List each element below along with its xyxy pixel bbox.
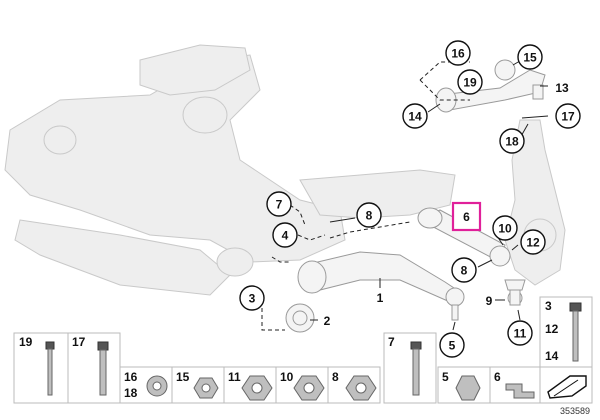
- callout-7: 7: [266, 191, 292, 217]
- svg-text:17: 17: [72, 335, 86, 349]
- label-1: 1: [377, 291, 384, 305]
- svg-text:14: 14: [545, 349, 559, 363]
- svg-text:16: 16: [451, 47, 465, 61]
- legend-box-5: 5: [437, 366, 491, 404]
- callout-12: 12: [520, 229, 546, 255]
- callout-19: 19: [457, 69, 483, 95]
- svg-text:12: 12: [545, 322, 559, 336]
- svg-text:5: 5: [442, 370, 449, 384]
- legend-box-17: 17: [67, 332, 121, 404]
- svg-text:15: 15: [176, 370, 190, 384]
- svg-text:10: 10: [498, 222, 512, 236]
- svg-text:2: 2: [324, 314, 331, 328]
- svg-text:11: 11: [228, 370, 241, 384]
- callout-3: 3: [239, 285, 265, 311]
- callout-15: 15: [517, 44, 543, 70]
- svg-text:10: 10: [280, 370, 294, 384]
- svg-text:12: 12: [526, 236, 540, 250]
- rubber-mount: [285, 303, 315, 333]
- svg-text:7: 7: [388, 335, 395, 349]
- svg-text:14: 14: [408, 110, 422, 124]
- arrow-icon-box: [539, 366, 593, 404]
- svg-text:8: 8: [332, 370, 339, 384]
- legend-box-8: 8: [327, 366, 381, 404]
- legend-box-11: 11: [223, 366, 277, 404]
- ball-joint: [504, 279, 526, 306]
- legend-box-16-18: 16 18: [119, 366, 173, 404]
- upper-control-arm: [435, 59, 546, 113]
- callout-4: 4: [272, 222, 298, 248]
- callout-17: 17: [555, 103, 581, 129]
- callout-16: 16: [445, 40, 471, 66]
- callout-14: 14: [402, 103, 428, 129]
- svg-text:7: 7: [276, 198, 283, 212]
- legend-box-7: 7: [383, 332, 437, 404]
- svg-text:17: 17: [561, 110, 575, 124]
- svg-text:8: 8: [366, 209, 373, 223]
- svg-text:3: 3: [249, 292, 256, 306]
- lower-wishbone: [297, 251, 465, 321]
- svg-text:18: 18: [124, 386, 138, 400]
- subframe-ghost: [4, 44, 456, 296]
- legend-box-19: 19: [13, 332, 69, 404]
- svg-text:11: 11: [514, 327, 527, 341]
- svg-text:8: 8: [461, 264, 468, 278]
- legend-box-15: 15: [171, 366, 225, 404]
- svg-text:6: 6: [494, 370, 501, 384]
- svg-text:16: 16: [124, 370, 138, 384]
- svg-text:19: 19: [463, 76, 477, 90]
- callout-5: 5: [439, 332, 465, 358]
- callout-8: 8: [356, 202, 382, 228]
- svg-text:5: 5: [449, 339, 456, 353]
- svg-text:6: 6: [463, 210, 470, 224]
- callout-18: 18: [499, 128, 525, 154]
- legend-box-3-12-14: 3 12 14: [539, 296, 593, 368]
- svg-text:3: 3: [545, 299, 552, 313]
- svg-text:18: 18: [505, 135, 519, 149]
- reference-number: 353589: [560, 406, 590, 416]
- svg-text:1: 1: [377, 291, 384, 305]
- legend-box-6: 6: [489, 366, 541, 404]
- svg-text:19: 19: [19, 335, 33, 349]
- callout-10: 10: [492, 215, 518, 241]
- callout-8-lower: 8: [451, 257, 477, 283]
- tension-strut: [417, 207, 511, 267]
- label-9: 9: [486, 294, 493, 308]
- svg-text:15: 15: [523, 51, 537, 65]
- label-2: 2: [324, 314, 331, 328]
- svg-text:4: 4: [282, 229, 289, 243]
- svg-text:13: 13: [555, 81, 569, 95]
- legend-box-10: 10: [275, 366, 329, 404]
- svg-text:9: 9: [486, 294, 493, 308]
- callout-11: 11: [507, 320, 533, 346]
- callout-6-highlight: 6: [451, 201, 482, 232]
- label-13: 13: [555, 81, 569, 95]
